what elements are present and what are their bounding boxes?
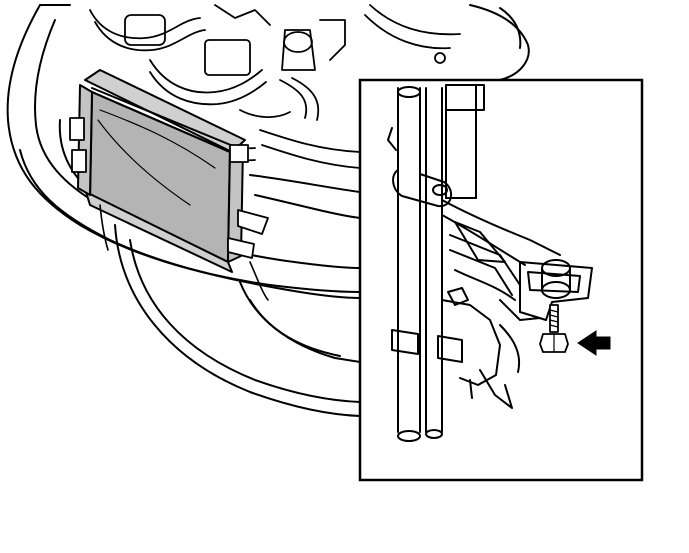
bracket-arm-upper (441, 199, 561, 256)
radiator-bracket-right-mid (237, 209, 269, 235)
fluid-cap (283, 31, 313, 53)
lower-body-curve-1 (114, 224, 361, 417)
lower-bracket-foot (479, 369, 513, 409)
engine-part-1 (214, 4, 271, 26)
lower-bracket-body (441, 299, 501, 386)
bolt-icon (539, 304, 569, 353)
radiator-cable-1 (99, 204, 109, 251)
bumper-lower-lip (19, 149, 361, 299)
engine-part-2 (239, 109, 291, 118)
hose-6 (291, 77, 320, 121)
bracket-arm-lower (441, 214, 526, 266)
vertical-pipe-bottom-cap (397, 430, 421, 442)
engine-block-1 (124, 14, 166, 46)
radiator-bottom-tank (85, 191, 233, 273)
bolt-threads (549, 309, 559, 328)
radiator-assembly (69, 69, 269, 301)
arrow-icon (577, 330, 611, 356)
clamp-top-bolt (432, 184, 448, 196)
right-hose (364, 14, 451, 50)
side-fender-line (254, 194, 361, 219)
bracket-brace-3 (454, 221, 506, 263)
engine-block-2 (204, 39, 251, 76)
lower-bracket-foot-2 (469, 379, 473, 399)
bolt-body-bottom (541, 281, 571, 299)
radiator-core-contour-2 (97, 119, 191, 206)
right-hose-2 (369, 4, 461, 36)
reservoir (281, 29, 316, 71)
lower-body-curve-3 (239, 281, 361, 363)
mounting-plate (519, 261, 593, 321)
radiator-bracket-right-top (229, 144, 249, 163)
radiator-bracket-left-bottom (71, 149, 87, 173)
detail-inset (358, 78, 644, 482)
hose-4 (149, 71, 267, 106)
right-fender-inner (499, 7, 522, 49)
radiator-top-rail (91, 87, 239, 149)
mount-nut-top (434, 52, 446, 64)
side-fender-line-2 (249, 174, 361, 193)
cross-member-2 (261, 144, 361, 169)
small-part (447, 287, 469, 306)
lower-body-curve-2 (129, 239, 361, 403)
bracket-lower-link (454, 269, 516, 301)
hose-5 (279, 79, 308, 119)
pipe-clamp-top-strap (387, 127, 397, 151)
bracket-brace-2 (449, 249, 513, 296)
lower-clamp (391, 329, 419, 355)
bracket-top-right (319, 19, 346, 61)
second-pipe-bottom-cap (425, 429, 443, 439)
radiator-bracket-left-top (69, 117, 85, 141)
lower-link-arm (499, 299, 541, 321)
upper-cylinder-cap (445, 84, 485, 111)
radiator-bracket-right-bottom (227, 237, 255, 259)
bolt-threaded-shank (549, 304, 559, 333)
lower-clamp-right (437, 335, 463, 363)
bumper-outer-outline (6, 4, 361, 293)
inset-frame (358, 78, 644, 482)
lower-body-curve-4 (249, 299, 341, 357)
cross-member (259, 129, 361, 153)
vehicle-front-end (6, 4, 530, 417)
inset-drawing (387, 84, 593, 442)
radiator-core-contour (99, 109, 216, 169)
pipe-clamp-top (392, 169, 453, 208)
lower-hose (499, 324, 520, 373)
hose-1 (89, 9, 201, 40)
hose-2 (94, 21, 206, 52)
vertical-pipe-top-cap (397, 86, 421, 98)
radiator-top-tank (84, 69, 246, 153)
right-fender-top (469, 4, 530, 81)
bolt-body (541, 267, 571, 291)
hose-3 (149, 59, 263, 94)
radiator-cable-2 (249, 261, 269, 301)
